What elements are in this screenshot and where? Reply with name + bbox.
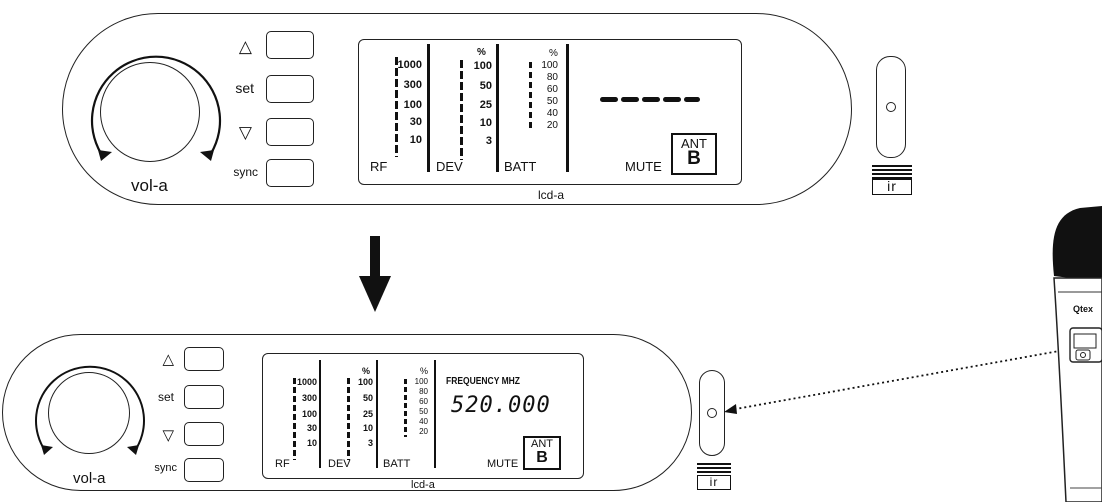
volume-knob-top[interactable]	[100, 62, 200, 162]
divider-dev-batt-top	[496, 44, 499, 172]
batt-meter-bar-top	[529, 62, 532, 132]
volume-label-top: vol-a	[131, 176, 168, 195]
rf-label-bottom: RF	[275, 458, 290, 470]
dev-meter-bar-top	[460, 60, 463, 160]
set-label-bottom: set	[157, 390, 174, 404]
lcd-label-bottom: lcd-a	[411, 479, 435, 491]
ir-window-bottom	[699, 370, 725, 456]
sync-button-bottom[interactable]	[184, 458, 224, 482]
down-label-top: ▽	[238, 123, 252, 142]
sync-button-top[interactable]	[266, 159, 314, 187]
divider-rf-dev-bottom	[319, 360, 321, 468]
up-button-bottom[interactable]	[184, 347, 224, 371]
receiver-panel-bottom	[2, 334, 692, 491]
volume-knob-bottom[interactable]	[48, 372, 130, 454]
ir-window-top	[876, 56, 906, 158]
antenna-indicator-bottom: ANT B	[523, 436, 561, 470]
sync-label-top: sync	[233, 165, 258, 179]
batt-unit-top: %	[549, 48, 558, 59]
divider-dev-batt-bottom	[376, 360, 378, 468]
up-label-bottom: △	[162, 351, 174, 368]
batt-unit-bottom: %	[420, 366, 429, 376]
mute-label-top: MUTE	[625, 159, 662, 174]
ir-icon-top: ir	[872, 165, 912, 195]
microphone-brand-logo: Qtex	[1073, 304, 1094, 314]
handheld-microphone	[1052, 206, 1102, 502]
antenna-indicator-top: ANT B	[671, 133, 717, 175]
frequency-label: FREQUENCY MHZ	[446, 376, 520, 387]
dev-label-top: DEV	[436, 159, 463, 174]
dev-unit-bottom: %	[362, 366, 371, 376]
set-button-bottom[interactable]	[184, 385, 224, 409]
down-button-bottom[interactable]	[184, 422, 224, 446]
rf-meter-bar-bottom	[293, 378, 296, 460]
dev-meter-bar-bottom	[347, 378, 350, 460]
up-button-top[interactable]	[266, 31, 314, 59]
mute-label-bottom: MUTE	[487, 458, 519, 470]
dev-label-bottom: DEV	[328, 458, 351, 470]
set-button-top[interactable]	[266, 75, 314, 103]
divider-batt-main-bottom	[434, 360, 436, 468]
lcd-label-top: lcd-a	[538, 188, 565, 202]
divider-rf-dev-top	[427, 44, 430, 172]
set-label-top: set	[235, 80, 254, 96]
volume-label-bottom: vol-a	[73, 470, 106, 487]
ir-icon-bottom: ir	[697, 463, 731, 490]
down-button-top[interactable]	[266, 118, 314, 146]
down-label-bottom: ▽	[162, 427, 174, 444]
arrow-down-icon	[359, 236, 391, 312]
batt-label-bottom: BATT	[383, 458, 411, 470]
receiver-panel-top	[62, 13, 852, 205]
rf-meter-bar-top	[395, 57, 398, 157]
rf-label-top: RF	[370, 159, 388, 174]
batt-meter-bar-bottom	[404, 379, 407, 437]
dev-unit-top: %	[477, 47, 486, 58]
frequency-value: 520.000	[451, 393, 551, 418]
lcd-display-bottom	[262, 353, 584, 479]
lcd-display-top	[358, 39, 742, 185]
up-label-top: △	[238, 37, 252, 56]
divider-batt-main-top	[566, 44, 569, 172]
batt-label-top: BATT	[504, 159, 537, 174]
sync-label-bottom: sync	[154, 462, 177, 474]
